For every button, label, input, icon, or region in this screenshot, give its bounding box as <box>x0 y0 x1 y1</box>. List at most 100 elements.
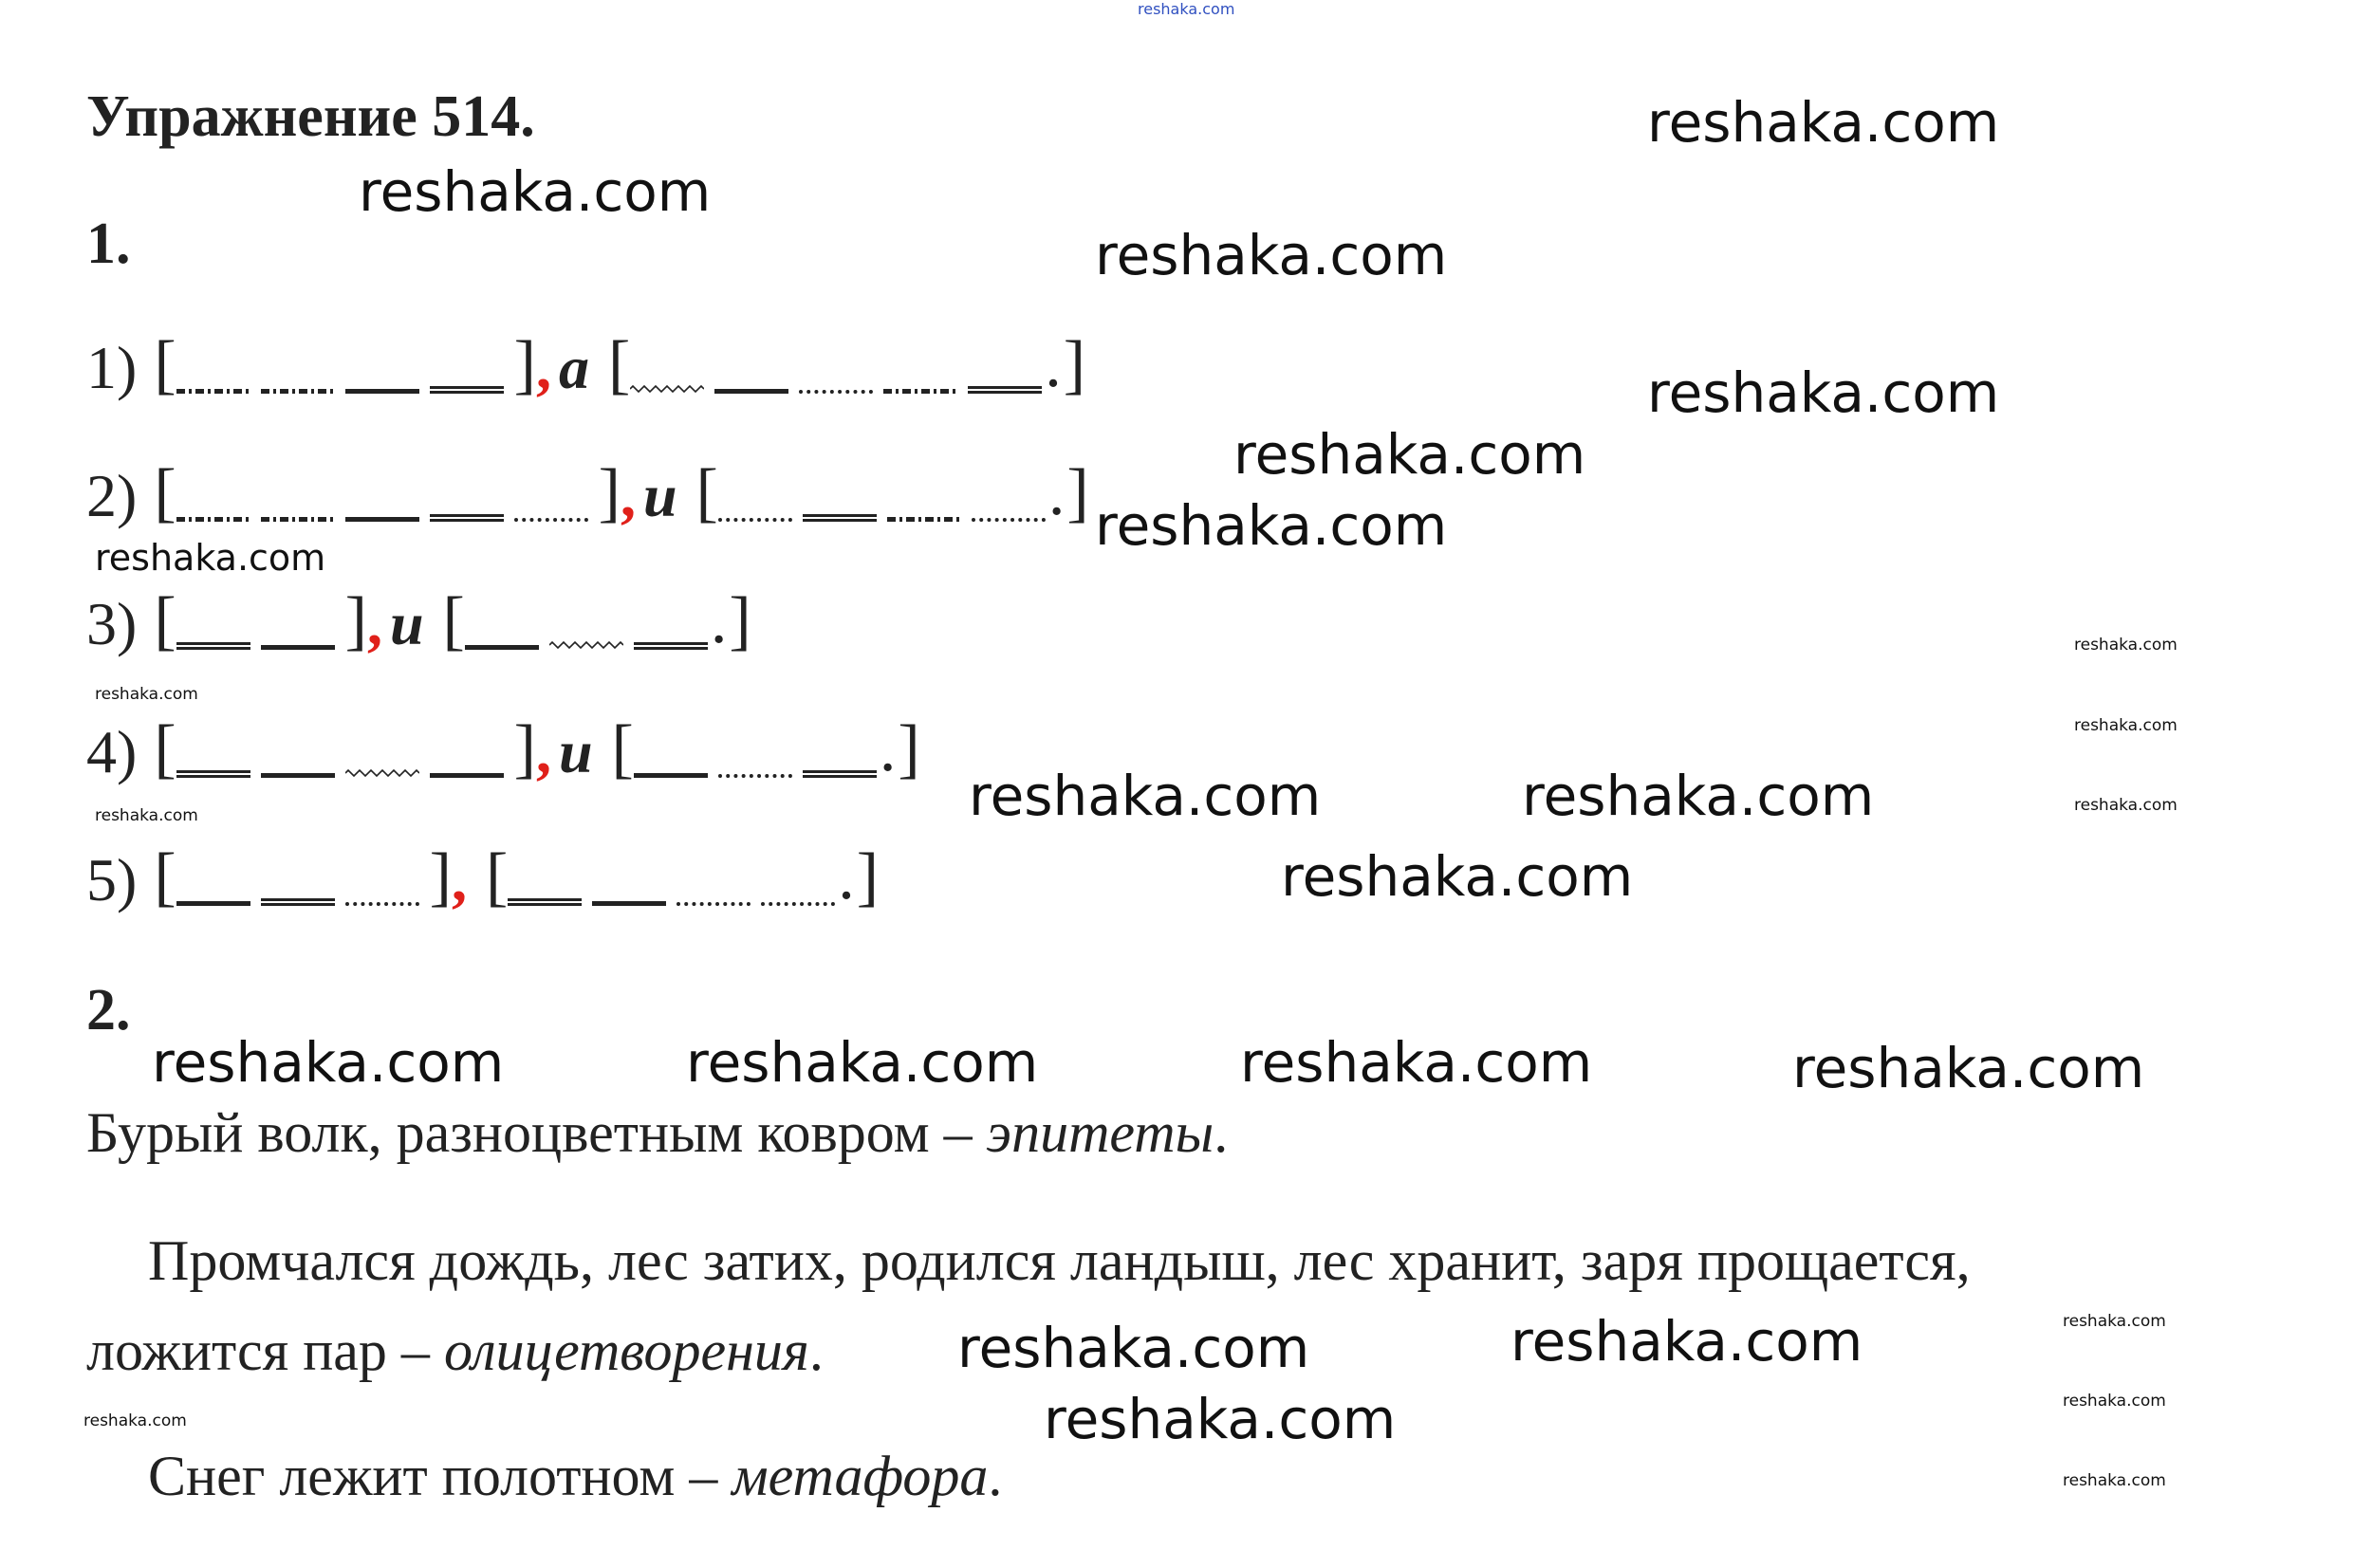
close-bracket: ] <box>513 712 536 785</box>
dotted-underline <box>513 511 588 522</box>
comma-mark: , <box>535 334 551 401</box>
close-bracket: ] <box>856 840 880 913</box>
double-underline <box>429 510 504 522</box>
wavy-underline <box>344 768 419 778</box>
open-bracket: [ <box>154 584 176 657</box>
open-bracket: [ <box>695 456 718 529</box>
watermark: reshaka.com <box>95 806 198 825</box>
single-underline <box>633 767 708 778</box>
comma-mark: , <box>620 462 636 529</box>
watermark: reshaka.com <box>95 537 326 579</box>
dashdot-underline <box>176 517 250 522</box>
wavy-underline <box>630 384 705 394</box>
single-underline <box>176 895 250 906</box>
watermark: reshaka.com <box>359 159 712 224</box>
metaphor-term: метафора <box>732 1445 989 1507</box>
double-underline <box>176 766 250 778</box>
comma-mark: , <box>535 718 551 785</box>
single-underline <box>464 639 539 650</box>
period: . <box>879 712 897 785</box>
open-bracket: [ <box>607 328 631 401</box>
schema-row: 1)[],а[.] <box>86 327 1085 403</box>
wavy-underline <box>548 640 623 650</box>
schema-row: 4)[],и[.] <box>86 711 920 787</box>
row-number: 3) <box>86 590 138 657</box>
open-bracket: [ <box>611 712 634 785</box>
watermark: reshaka.com <box>1647 360 2000 425</box>
period: . <box>988 1445 1003 1507</box>
dotted-underline <box>799 383 874 394</box>
close-bracket: ] <box>598 456 621 529</box>
schema-row: 2)[],и[.] <box>86 455 1089 531</box>
open-bracket: [ <box>154 712 176 785</box>
double-underline <box>429 382 504 394</box>
personification-term: олицетворения <box>443 1319 809 1382</box>
period: . <box>1047 456 1066 529</box>
close-bracket: ] <box>729 584 751 657</box>
dashdot-underline <box>260 517 335 522</box>
watermark: reshaka.com <box>1647 90 2000 155</box>
single-underline <box>260 767 335 778</box>
dotted-underline <box>717 511 792 522</box>
dotted-underline <box>971 511 1046 522</box>
part-1-label: 1. <box>86 212 131 276</box>
dashdot-underline <box>176 389 250 394</box>
double-underline <box>508 895 583 906</box>
period: . <box>710 584 728 657</box>
watermark: reshaka.com <box>1044 1387 1397 1451</box>
watermark: reshaka.com <box>2074 716 2178 735</box>
close-bracket: ] <box>344 584 367 657</box>
open-bracket: [ <box>442 584 465 657</box>
double-underline <box>968 382 1043 394</box>
watermark: reshaka.com <box>2063 1392 2166 1411</box>
open-bracket: [ <box>485 840 509 913</box>
close-bracket: ] <box>513 328 536 401</box>
watermark: reshaka.com <box>152 1030 505 1095</box>
close-bracket: ] <box>429 840 452 913</box>
double-underline <box>633 638 708 650</box>
watermark: reshaka.com <box>2063 1312 2166 1331</box>
open-bracket: [ <box>154 328 176 401</box>
schema-row: 3)[],и[.] <box>86 583 751 659</box>
row-number: 4) <box>86 718 138 785</box>
paragraph-epithets: Бурый волк, разноцветным ковром – эпитет… <box>86 1100 1228 1166</box>
paragraph-personification-line2: ложится пар – олицетворения. <box>86 1319 824 1384</box>
dashdot-underline <box>260 389 335 394</box>
paragraph-metaphor: Снег лежит полотном – метафора. <box>148 1444 1002 1509</box>
comma-mark: , <box>451 846 467 913</box>
double-underline <box>802 766 877 778</box>
schema-row: 5)[],[.] <box>86 839 879 915</box>
single-underline <box>344 383 419 394</box>
conjunction: а <box>558 334 589 401</box>
watermark: reshaka.com <box>957 1316 1310 1380</box>
conjunction: и <box>389 590 424 657</box>
watermark: reshaka.com <box>1095 223 1448 287</box>
single-underline <box>344 511 419 522</box>
dashdot-underline <box>886 517 961 522</box>
close-bracket: ] <box>898 712 920 785</box>
watermark: reshaka.com <box>1511 1309 1863 1374</box>
watermark: reshaka.com <box>1233 422 1586 487</box>
single-underline <box>714 383 789 394</box>
watermark: reshaka.com <box>1095 493 1448 558</box>
period: . <box>808 1319 824 1382</box>
watermark: reshaka.com <box>1240 1030 1593 1095</box>
period: . <box>1045 328 1062 401</box>
period: . <box>1214 1101 1229 1164</box>
close-bracket: ] <box>1063 328 1086 401</box>
open-bracket: [ <box>154 456 176 529</box>
conjunction: и <box>558 718 593 785</box>
single-underline <box>592 895 667 906</box>
watermark: reshaka.com <box>2074 796 2178 815</box>
row-number: 1) <box>86 334 138 401</box>
watermark: reshaka.com <box>969 764 1322 828</box>
metaphor-text: Снег лежит полотном – <box>148 1445 732 1507</box>
single-underline <box>429 767 504 778</box>
dotted-underline <box>344 895 419 906</box>
watermark: reshaka.com <box>686 1030 1039 1095</box>
double-underline <box>176 638 250 650</box>
double-underline <box>260 895 335 906</box>
dotted-underline <box>761 895 836 906</box>
comma-mark: , <box>366 590 382 657</box>
single-underline <box>260 639 335 650</box>
